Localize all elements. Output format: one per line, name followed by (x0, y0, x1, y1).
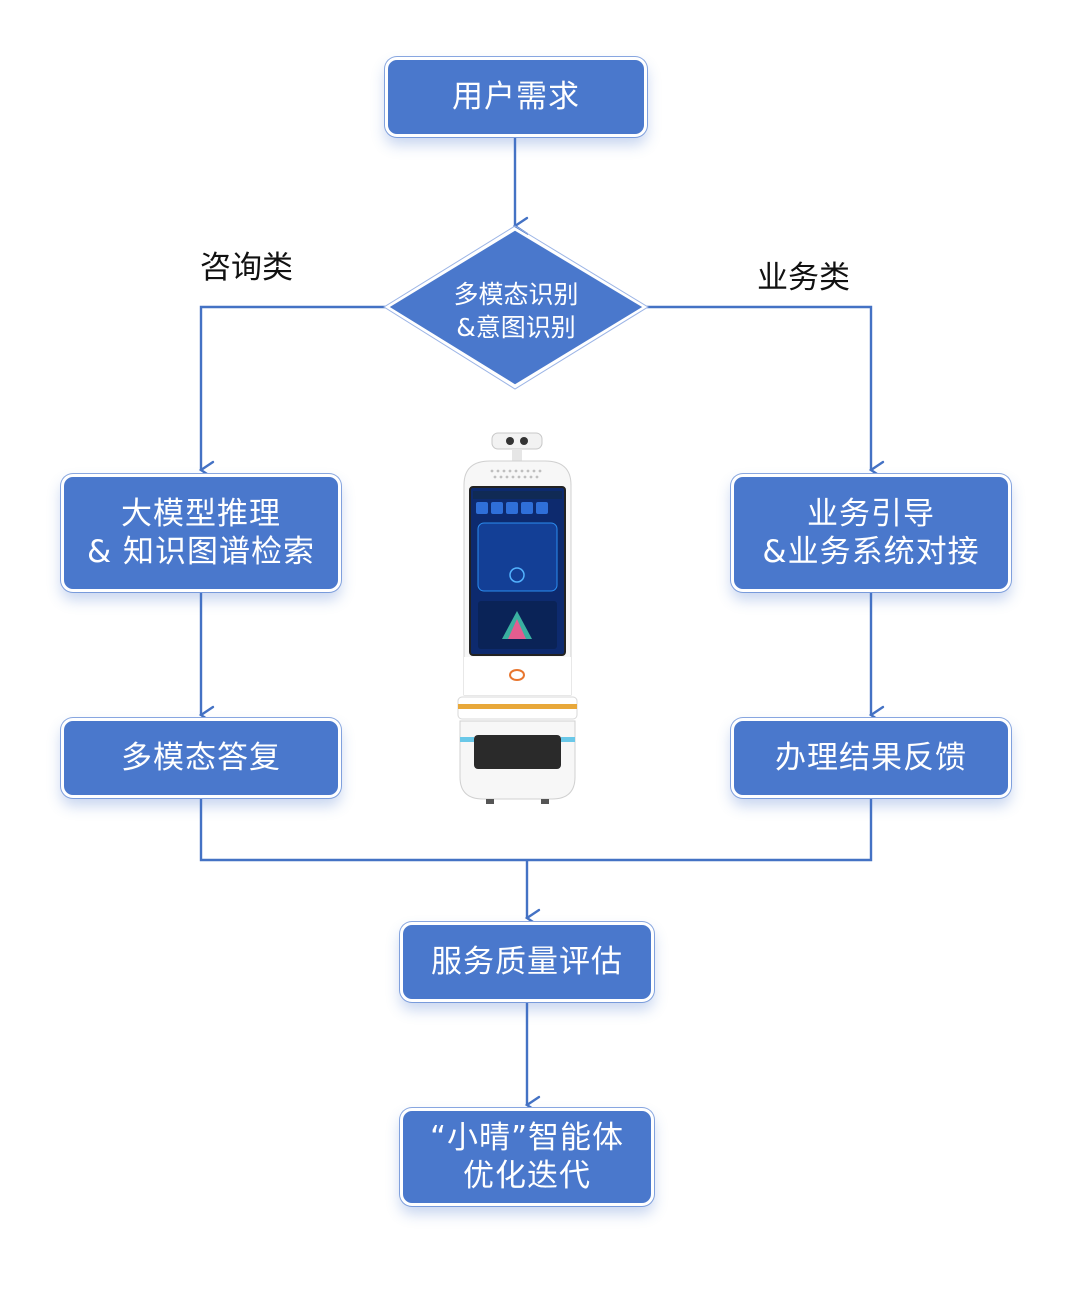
handling-result-node: 办理结果反馈 (731, 718, 1011, 798)
recognition-line1: 多模态识别 (453, 280, 579, 309)
llm-reasoning-line2: & 知识图谱检索 (86, 534, 316, 570)
agent-iteration-line1: “小晴”智能体 (429, 1120, 625, 1156)
multimodal-reply-node: 多模态答复 (61, 718, 341, 798)
business-guide-line2: &业务系统对接 (762, 534, 980, 570)
llm-reasoning-line1: 大模型推理 (121, 496, 281, 532)
business-branch-label: 业务类 (757, 260, 850, 296)
business-guide-line1: 业务引导 (807, 496, 935, 532)
multimodal-reply-label: 多模态答复 (121, 740, 281, 776)
user-demand-label: 用户需求 (452, 79, 580, 115)
arrow-recognition-to-llm (198, 305, 387, 480)
recognition-diamond (384, 227, 648, 388)
robot-icon (457, 432, 578, 804)
recognition-node-text: 多模态识别 &意图识别 (418, 278, 614, 344)
user-demand-node: 用户需求 (385, 57, 647, 137)
recognition-line2: &意图识别 (456, 313, 576, 342)
agent-iteration-node: “小晴”智能体 优化迭代 (400, 1108, 654, 1206)
consult-branch-label: 咨询类 (200, 250, 293, 286)
arrow-recognition-to-business (645, 305, 885, 480)
handling-result-label: 办理结果反馈 (775, 740, 967, 776)
quality-evaluation-label: 服务质量评估 (431, 944, 623, 980)
business-guide-node: 业务引导 &业务系统对接 (731, 474, 1011, 592)
line-reply-merge (199, 798, 873, 862)
llm-reasoning-node: 大模型推理 & 知识图谱检索 (61, 474, 341, 592)
agent-iteration-line2: 优化迭代 (463, 1158, 591, 1194)
quality-evaluation-node: 服务质量评估 (400, 922, 654, 1002)
